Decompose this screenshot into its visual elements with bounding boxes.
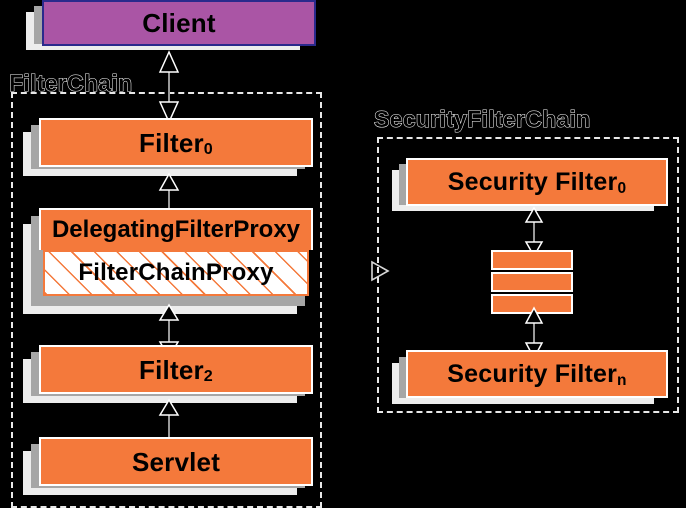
filter-2-subscript: 2: [203, 367, 213, 386]
node-ellipsis-bar-1: [491, 250, 573, 270]
group-filter-chain: [11, 92, 322, 508]
filter-0-subscript: 0: [203, 140, 213, 159]
filter-chain-proxy-label: FilterChainProxy: [78, 259, 274, 286]
client-box[interactable]: Client: [42, 0, 316, 46]
servlet-label: Servlet: [131, 446, 221, 477]
security-filter-n-label: Security Filter: [447, 359, 618, 388]
group-label-security-filter-chain: SecurityFilterChain: [374, 106, 591, 133]
filter-2-label: Filter: [139, 354, 204, 385]
connector-sf0-to-bars: [524, 206, 544, 258]
group-label-filter-chain: FilterChain: [8, 70, 133, 97]
security-filter-0-label: Security Filter: [447, 167, 618, 196]
connector-client-to-filter0: [158, 50, 180, 124]
client-label: Client: [142, 8, 216, 38]
delegating-filter-proxy-box[interactable]: DelegatingFilterProxy: [39, 208, 313, 250]
delegating-filter-proxy-label: DelegatingFilterProxy: [51, 216, 301, 243]
group-security-filter-chain: [377, 137, 679, 413]
node-servlet[interactable]: Servlet: [23, 437, 313, 503]
node-delegating-filter-proxy[interactable]: DelegatingFilterProxy FilterChainProxy: [23, 208, 313, 320]
security-filter-0-subscript: 0: [617, 179, 627, 197]
connector-fcp-to-securitychain: [371, 260, 390, 282]
security-filter-n-subscript: n: [617, 371, 627, 389]
filter-0-label: Filter: [139, 127, 204, 158]
node-ellipsis-bar-2: [491, 272, 573, 292]
servlet-box[interactable]: Servlet: [39, 437, 313, 486]
node-client[interactable]: Client: [26, 0, 316, 62]
filter-chain-proxy-box[interactable]: FilterChainProxy: [43, 250, 309, 296]
